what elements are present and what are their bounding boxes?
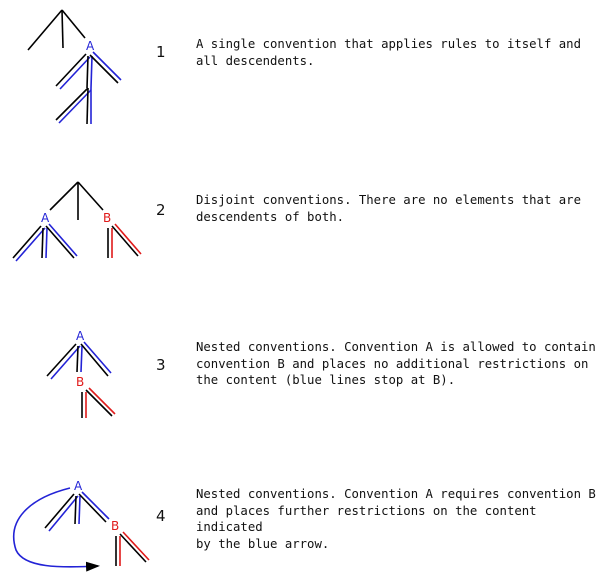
row-number: 2	[156, 201, 166, 219]
diagram-row-2: A B 2 Disjoint conventions. There are no…	[0, 170, 600, 280]
tree-root-branches	[27, 9, 86, 51]
diagram-row-3: A B 3 Nested conventions. Convention A i…	[0, 320, 600, 430]
diagram-row-1: A 1 A single convention that applies rul…	[0, 0, 600, 140]
convention-b-edges	[107, 223, 142, 258]
convention-a-edges	[46, 341, 112, 380]
convention-b-edges	[115, 531, 150, 566]
node-label-b: B	[76, 375, 84, 389]
tree-diagram-1: A	[27, 9, 122, 125]
node-label-a: A	[86, 39, 95, 53]
row-number: 3	[156, 356, 166, 374]
convention-a-edges	[12, 223, 78, 262]
tree-diagram-3: A B	[46, 329, 116, 418]
node-label-b: B	[111, 519, 119, 533]
convention-a-edges	[55, 51, 122, 125]
blue-arrow-icon	[13, 487, 100, 572]
row-description: A single convention that applies rules t…	[196, 37, 581, 68]
diagram-row-4: A B 4 Nested conventions. Convention A r…	[0, 470, 600, 581]
tree-diagram-4: A B	[13, 479, 150, 572]
tree-diagram-2: A B	[12, 181, 142, 262]
row-number: 4	[156, 507, 166, 525]
node-label-b: B	[103, 211, 111, 225]
convention-a-edges	[44, 491, 110, 532]
node-label-a: A	[76, 329, 85, 343]
convention-b-edges	[81, 387, 116, 418]
row-description: Disjoint conventions. There are no eleme…	[196, 193, 581, 224]
row-number: 1	[156, 43, 166, 61]
row-description: Nested conventions. Convention A is allo…	[196, 340, 596, 387]
tree-root-branches	[49, 181, 104, 220]
node-label-a: A	[41, 211, 50, 225]
node-label-a: A	[74, 479, 83, 493]
row-description: Nested conventions. Convention A require…	[196, 487, 596, 551]
